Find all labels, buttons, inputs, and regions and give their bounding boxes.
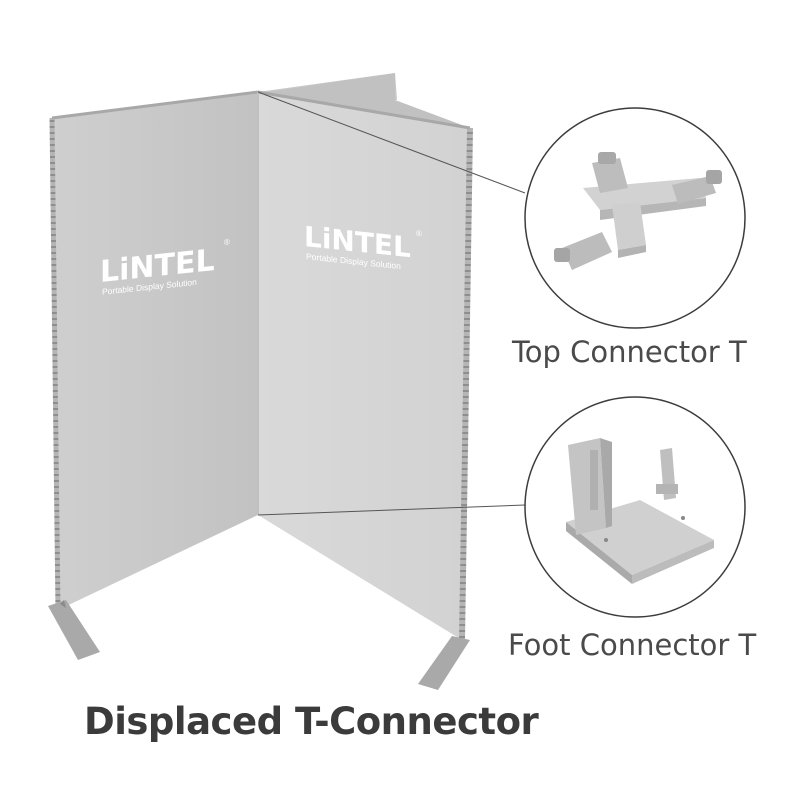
leader-line-top <box>257 91 526 194</box>
left-panel <box>49 90 259 611</box>
right-panel <box>257 90 473 641</box>
clip-top <box>592 158 628 193</box>
svg-text:®: ® <box>224 237 230 247</box>
foot-connector-label: Foot Connector T <box>508 628 757 662</box>
clip-right <box>672 176 716 204</box>
leader-line-foot <box>257 504 526 516</box>
left-foot <box>48 600 100 660</box>
svg-text:®: ® <box>416 229 422 239</box>
page-title: Displaced T-Connector <box>84 700 539 743</box>
right-foot <box>418 636 470 690</box>
clip-left <box>562 232 612 270</box>
top-connector-label: Top Connector T <box>512 335 747 369</box>
top-connector-detail <box>524 107 746 329</box>
foot-connector-detail <box>524 396 746 618</box>
